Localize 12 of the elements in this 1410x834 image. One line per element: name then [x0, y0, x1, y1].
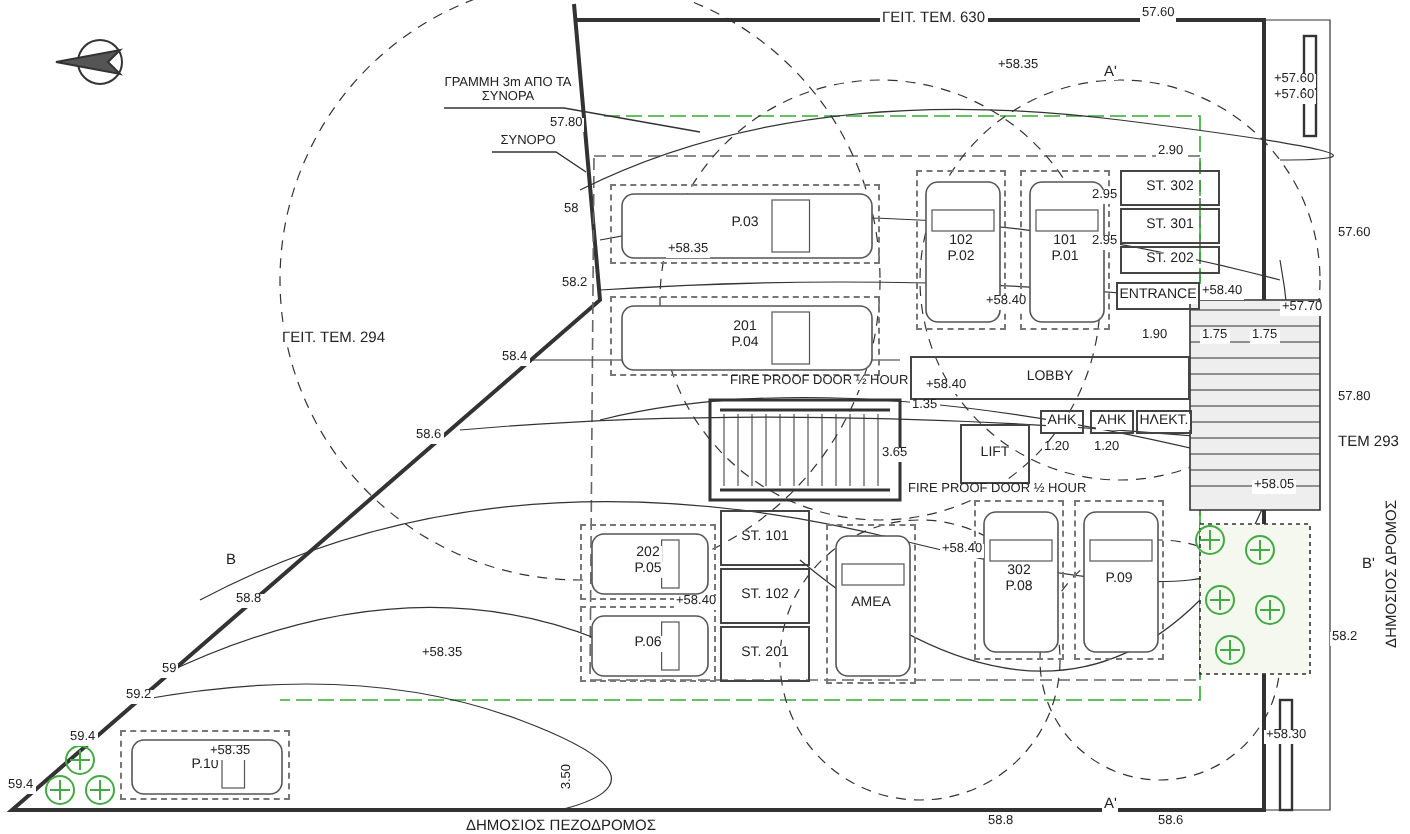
storage-room [1120, 246, 1220, 274]
entrance-area [1116, 282, 1200, 310]
meter-room [1040, 410, 1084, 434]
leader-line [491, 151, 587, 173]
storage-room [720, 510, 810, 566]
storage-room [1120, 170, 1220, 206]
lift-shaft [960, 424, 1030, 484]
meter-room [1090, 410, 1134, 434]
leader-line [443, 107, 701, 133]
storage-room [720, 568, 810, 624]
storage-room [720, 626, 810, 682]
storage-room [1120, 208, 1220, 244]
